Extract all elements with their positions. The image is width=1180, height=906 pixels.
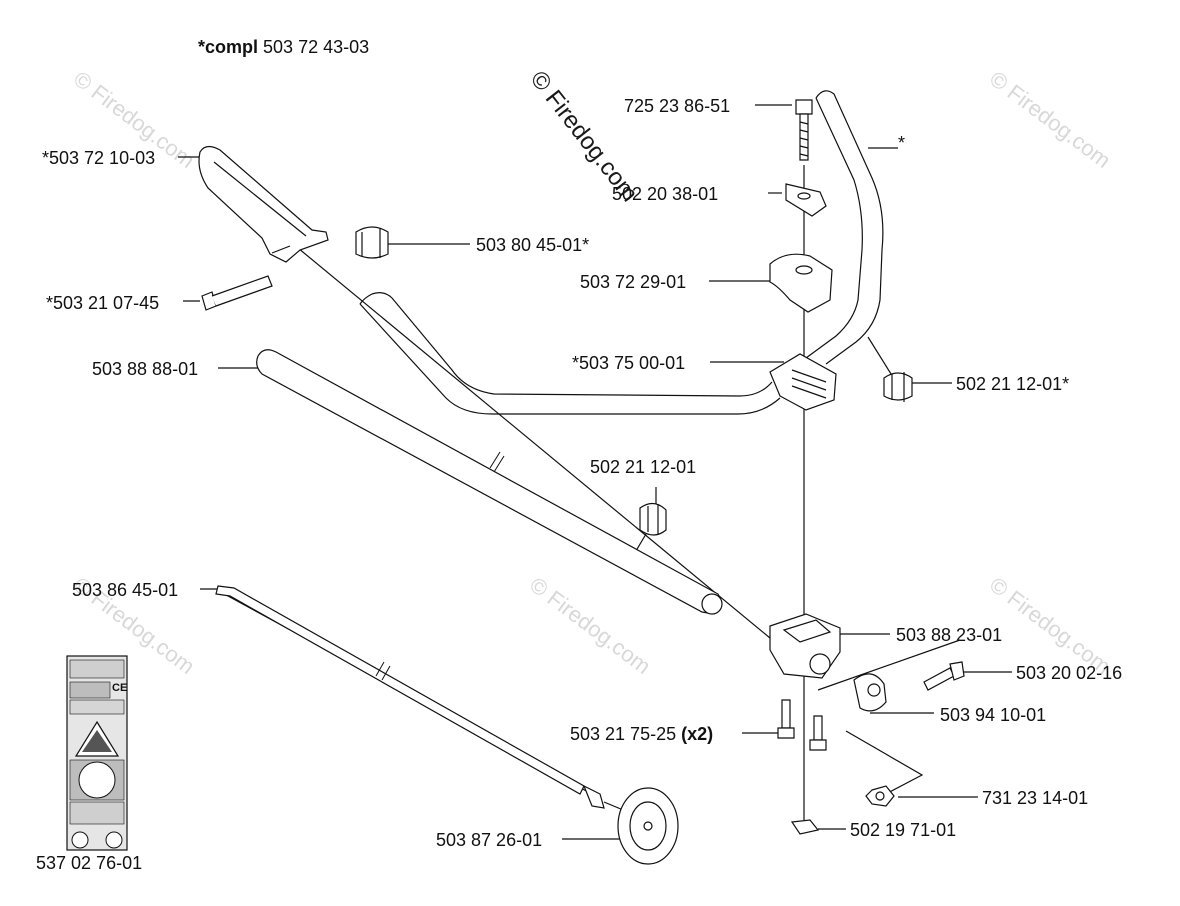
assembly-title-prefix: *compl <box>198 37 259 57</box>
part-label-503-80-45-01: 503 80 45-01* <box>476 235 590 255</box>
part-label-503-72-29-01: 503 72 29-01 <box>580 272 687 292</box>
part-label-503-88-88-01: 503 88 88-01 <box>92 359 199 379</box>
part-label-503-88-23-01: 503 88 23-01 <box>896 625 1003 645</box>
part-label-503-21-75-25: 503 21 75-25 (x2) <box>570 725 713 743</box>
part-label-502-21-12-01: 502 21 12-01 <box>590 457 697 477</box>
assembly-title-number: 503 72 43-03 <box>263 37 370 57</box>
axis-line-handle <box>297 247 771 639</box>
part-label-503-86-45-01: 503 86 45-01 <box>72 580 179 600</box>
quantity-x2: (x2) <box>681 724 714 744</box>
part-label-star: * <box>898 133 906 153</box>
part-label-502-21-12-01-star: 502 21 12-01* <box>956 374 1070 394</box>
part-label-503-21-07-45: *503 21 07-45 <box>46 293 160 313</box>
part-label-503-20-02-16: 503 20 02-16 <box>1016 663 1123 683</box>
part-label-537-02-76-01: 537 02 76-01 <box>36 853 143 873</box>
part-label-503-94-10-01: 503 94 10-01 <box>940 705 1047 725</box>
part-label-731-23-14-01: 731 23 14-01 <box>982 788 1089 808</box>
decal-sticker <box>66 655 128 851</box>
assembly-title: *compl 503 72 43-03 <box>198 38 369 56</box>
part-label-502-19-71-01: 502 19 71-01 <box>850 820 957 840</box>
part-label-503-87-26-01: 503 87 26-01 <box>436 830 543 850</box>
part-label-502-20-38-01: 502 20 38-01 <box>612 184 719 204</box>
part-label-503-75-00-01: *503 75 00-01 <box>572 353 686 373</box>
decal-ce-mark: CE <box>112 682 128 694</box>
part-label-725-23-86-51: 725 23 86-51 <box>624 96 731 116</box>
part-label-503-72-10-03: *503 72 10-03 <box>42 148 156 168</box>
part-number-503-21-75-25: 503 21 75-25 <box>570 724 677 744</box>
